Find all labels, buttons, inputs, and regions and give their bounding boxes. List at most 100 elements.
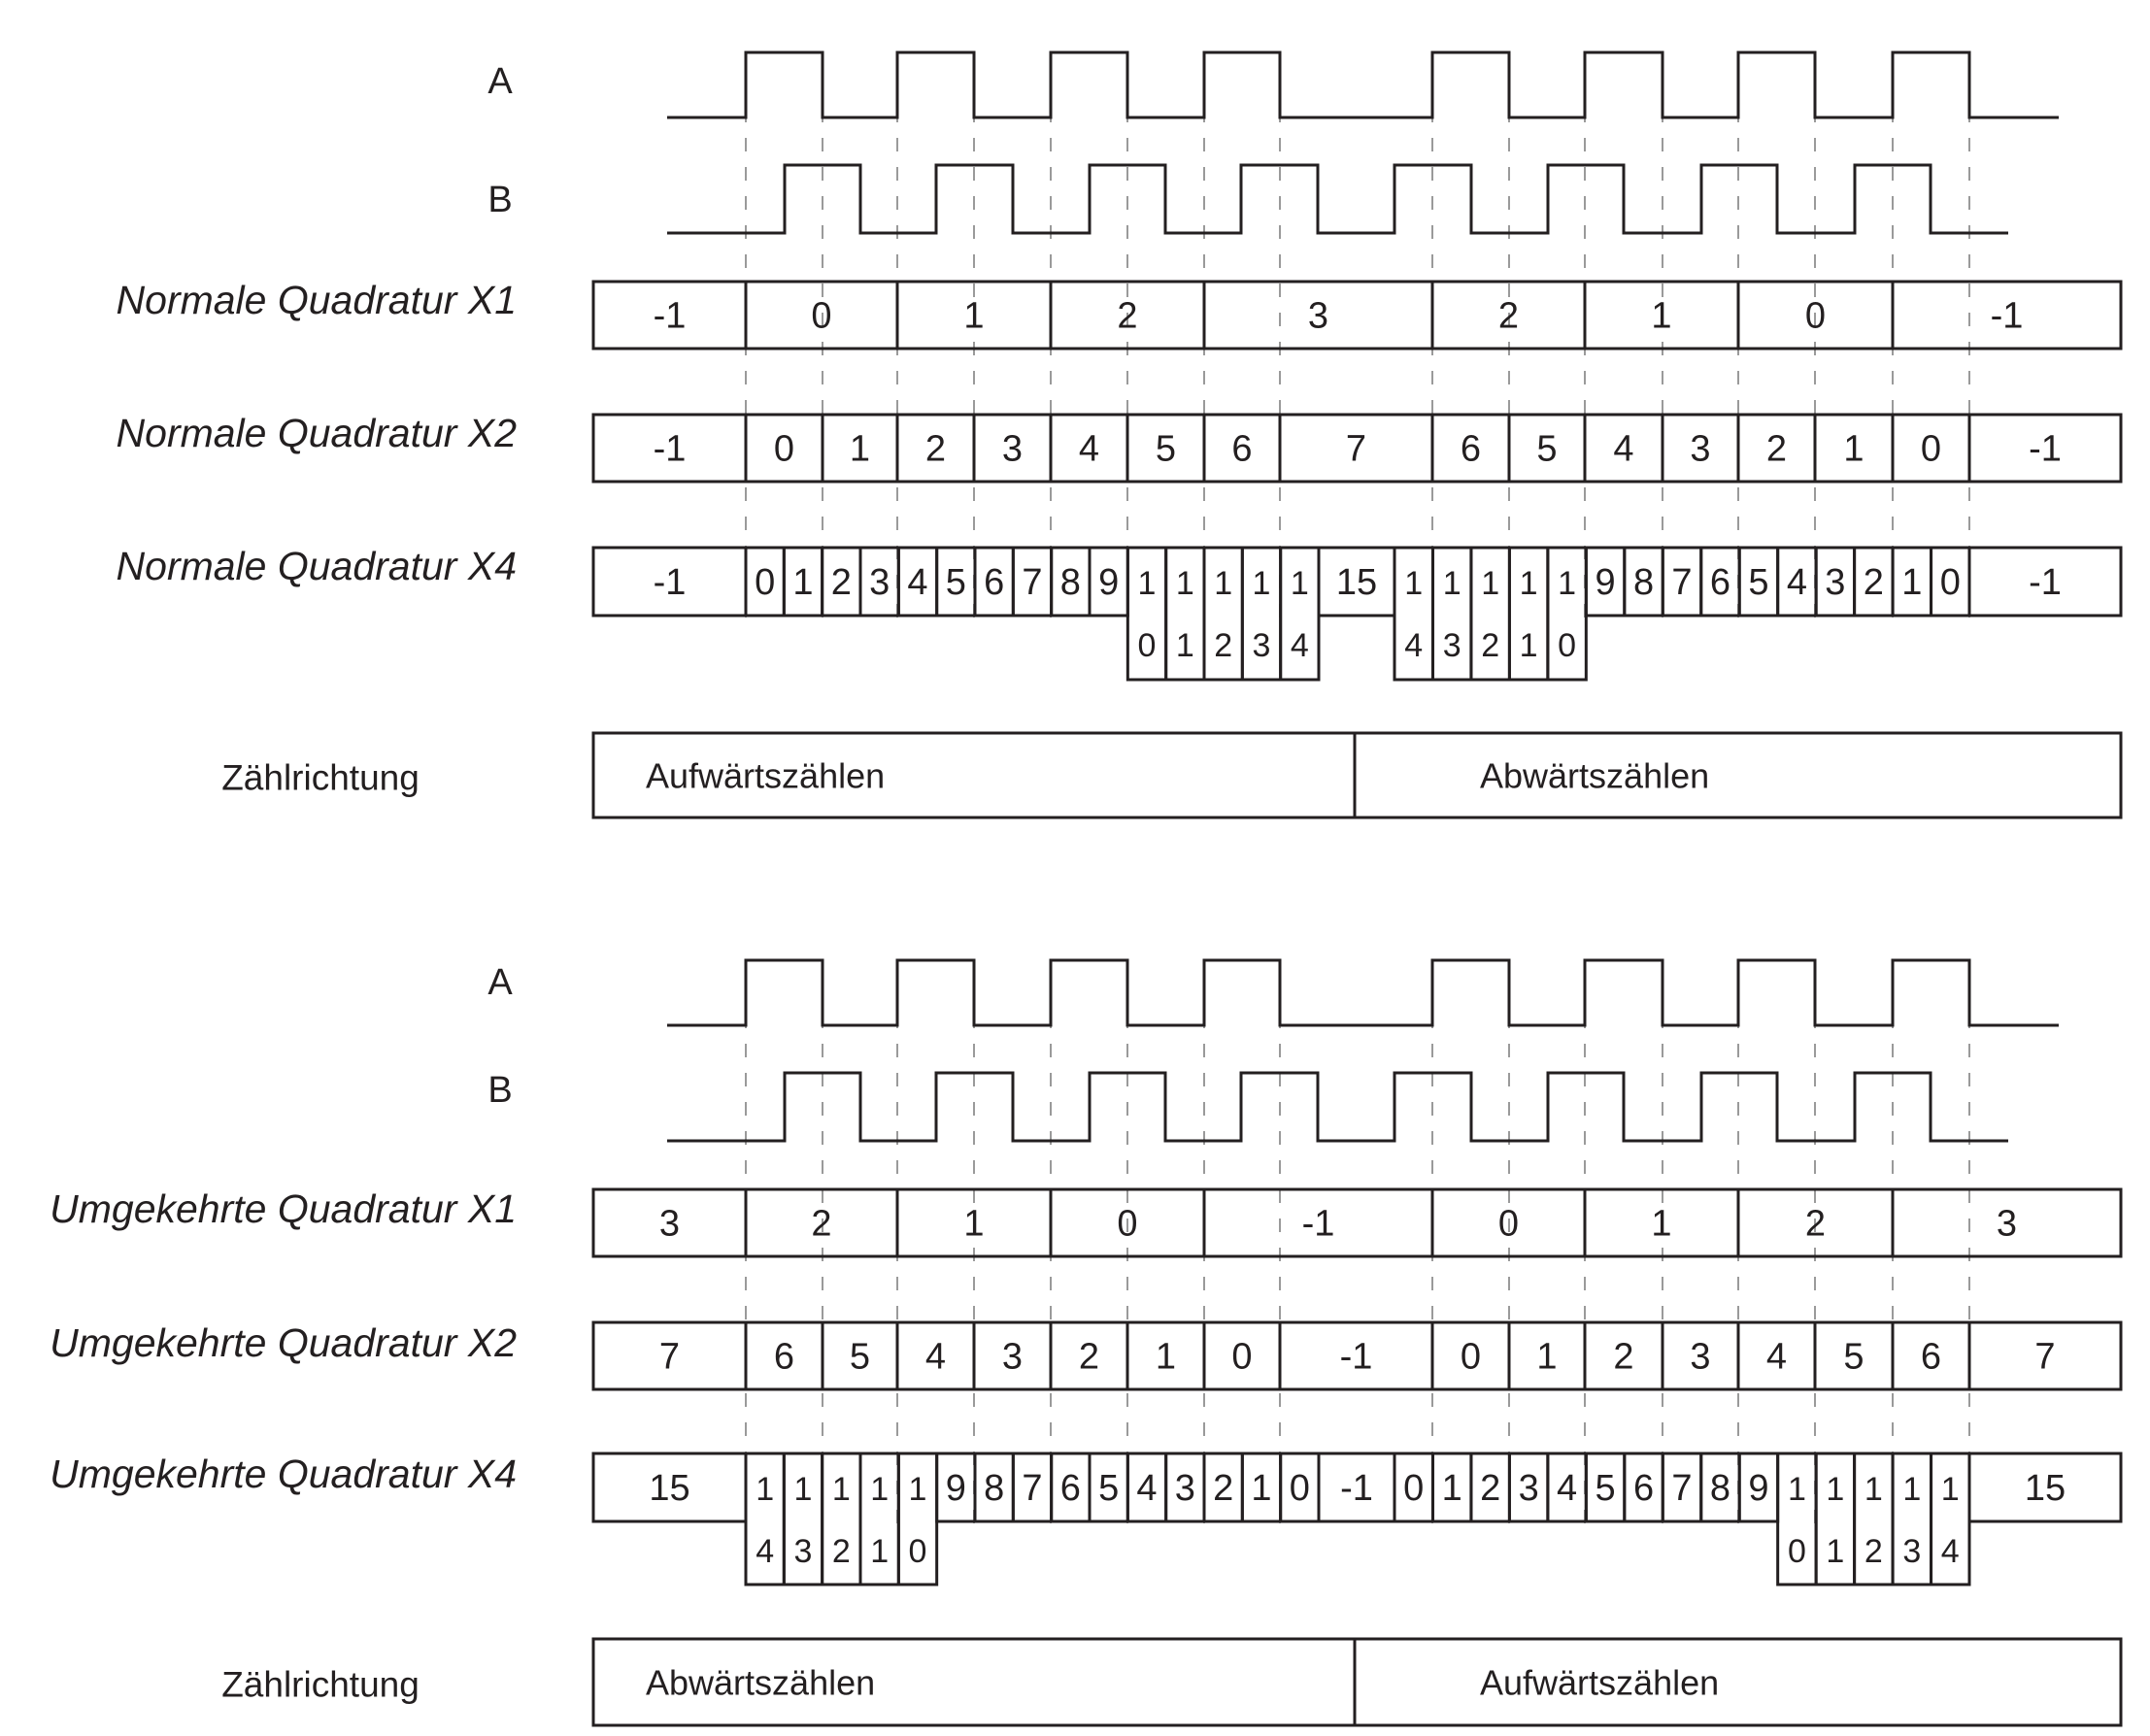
count-value: 7 bbox=[1022, 562, 1042, 603]
count-value: 1 bbox=[850, 429, 870, 470]
waveforms bbox=[667, 50, 2059, 1143]
count-value: 5 bbox=[1748, 562, 1768, 603]
count-value: 0 bbox=[1403, 1468, 1424, 1509]
count-value: 4 bbox=[1079, 429, 1099, 470]
count-value: 1 bbox=[1536, 1337, 1557, 1378]
count-value: 2 bbox=[925, 429, 946, 470]
count-value: 4 bbox=[907, 562, 927, 603]
count-value: -1 bbox=[1340, 1468, 1373, 1509]
count-value: 8 bbox=[1060, 562, 1081, 603]
count-value: 1 bbox=[1843, 429, 1864, 470]
count-value: 3 bbox=[1690, 429, 1710, 470]
count-value: -1 bbox=[2029, 562, 2062, 603]
count-value: 0 bbox=[755, 562, 775, 603]
count-value: -1 bbox=[2029, 429, 2062, 470]
count-value: 4 bbox=[1613, 429, 1633, 470]
x2-row-frame bbox=[591, 413, 2123, 484]
count-value: -1 bbox=[654, 429, 687, 470]
count-value: 15 bbox=[1336, 562, 1377, 603]
count-value: 3 bbox=[869, 562, 890, 603]
row-label: Umgekehrte Quadratur X1 bbox=[50, 1186, 517, 1231]
count-value: 6 bbox=[1921, 1337, 1941, 1378]
count-cell bbox=[1967, 1452, 2123, 1523]
count-value: 3 bbox=[1997, 1204, 2017, 1245]
count-value: 9 bbox=[946, 1468, 966, 1509]
count-value: 5 bbox=[1098, 1468, 1119, 1509]
count-value: 0 bbox=[1498, 1204, 1519, 1245]
count-value: 8 bbox=[984, 1468, 1004, 1509]
count-value: 0 bbox=[1461, 1337, 1481, 1378]
count-value: 3 bbox=[1002, 1337, 1023, 1378]
count-value: 3 bbox=[1825, 562, 1845, 603]
count-value: 6 bbox=[1231, 429, 1252, 470]
count-value: 4 bbox=[1766, 1337, 1787, 1378]
count-value: 2 bbox=[1613, 1337, 1633, 1378]
direction-bar bbox=[591, 1637, 2123, 1727]
count-value: 1 bbox=[1651, 296, 1671, 337]
count-value: 8 bbox=[1710, 1468, 1730, 1509]
count-value: 2 bbox=[1213, 1468, 1233, 1509]
count-value: 1 bbox=[1251, 1468, 1271, 1509]
count-value: 0 bbox=[811, 296, 831, 337]
count-value: 5 bbox=[946, 562, 966, 603]
count-value: 3 bbox=[1690, 1337, 1710, 1378]
count-value: 5 bbox=[850, 1337, 870, 1378]
count-value: 1 bbox=[1651, 1204, 1671, 1245]
direction-label: Zählrichtung bbox=[221, 1665, 420, 1705]
count-value: 6 bbox=[1710, 562, 1730, 603]
signal-label-a: A bbox=[487, 962, 513, 1003]
square-wave bbox=[667, 958, 2059, 1027]
count-value: 4 bbox=[1557, 1468, 1577, 1509]
count-value: -1 bbox=[654, 562, 687, 603]
count-value: 5 bbox=[1843, 1337, 1864, 1378]
count-value: 0 bbox=[1117, 1204, 1137, 1245]
count-value: 3 bbox=[1175, 1468, 1195, 1509]
count-value: 7 bbox=[1671, 562, 1692, 603]
count-value: 2 bbox=[831, 562, 852, 603]
direction-second: Aufwärtszählen bbox=[1480, 1663, 1719, 1703]
count-value: 6 bbox=[984, 562, 1004, 603]
count-value: 5 bbox=[1536, 429, 1557, 470]
count-value: 2 bbox=[1480, 1468, 1500, 1509]
row-label: Umgekehrte Quadratur X4 bbox=[50, 1452, 517, 1496]
count-value: -1 bbox=[654, 296, 687, 337]
row-label: Umgekehrte Quadratur X2 bbox=[50, 1320, 517, 1365]
count-value: -1 bbox=[1991, 296, 2024, 337]
square-wave bbox=[667, 50, 2059, 119]
count-value: 7 bbox=[1346, 429, 1366, 470]
count-value: 5 bbox=[1156, 429, 1176, 470]
count-value: 2 bbox=[811, 1204, 831, 1245]
count-value: 9 bbox=[1098, 562, 1119, 603]
count-value: 6 bbox=[774, 1337, 794, 1378]
x1-row-frame bbox=[591, 280, 2123, 351]
signal-label-a: A bbox=[487, 61, 513, 102]
count-value: 1 bbox=[963, 296, 984, 337]
square-wave bbox=[667, 163, 2008, 235]
count-value: 1 bbox=[1901, 562, 1922, 603]
count-value: 7 bbox=[1671, 1468, 1692, 1509]
signal-label-b: B bbox=[487, 180, 512, 220]
count-value: -1 bbox=[1302, 1204, 1335, 1245]
direction-first: Abwärtszählen bbox=[646, 1663, 875, 1703]
count-value: 0 bbox=[1805, 296, 1826, 337]
count-value: 2 bbox=[1079, 1337, 1099, 1378]
count-value: 1 bbox=[963, 1204, 984, 1245]
count-value: 3 bbox=[1002, 429, 1023, 470]
count-value: 1 bbox=[1442, 1468, 1462, 1509]
